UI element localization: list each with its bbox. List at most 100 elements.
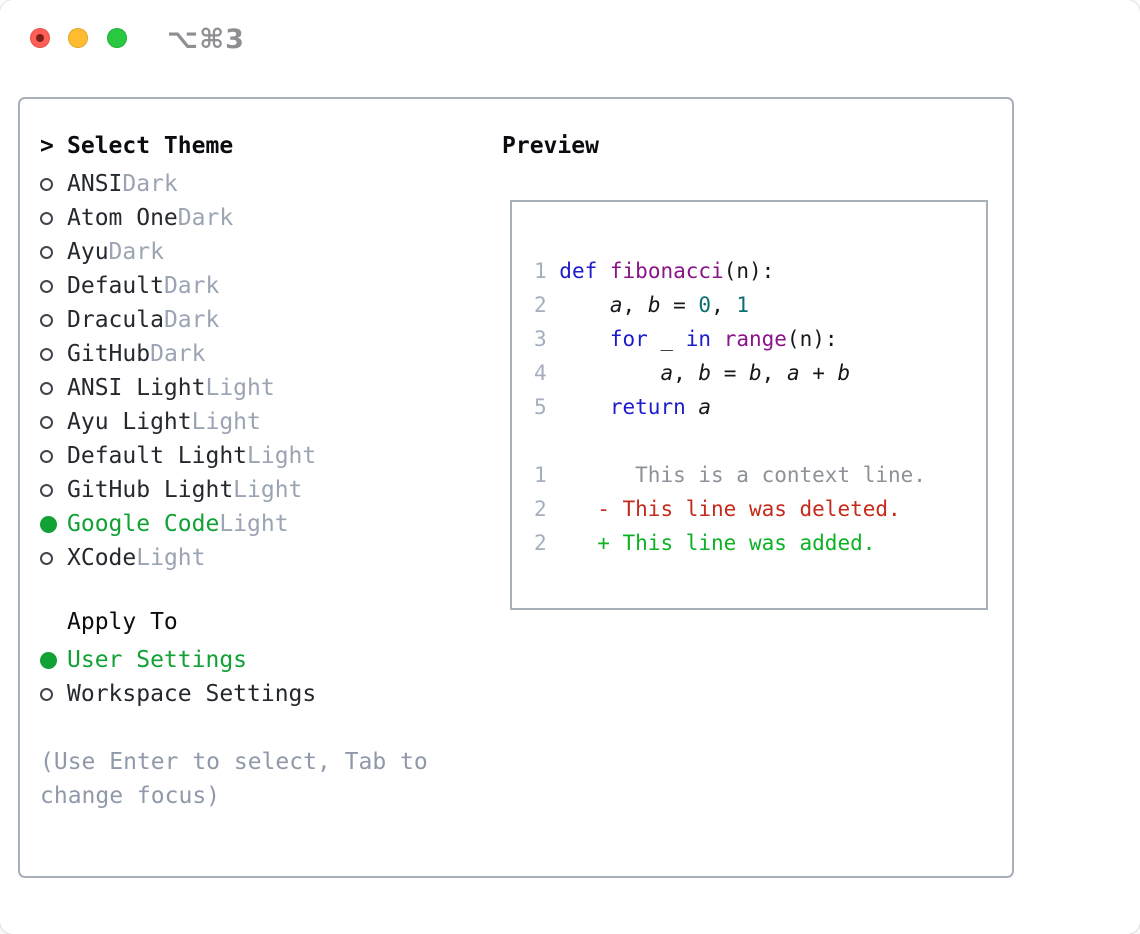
bullet-cell <box>40 177 67 191</box>
option-variant-label: Light <box>247 443 317 469</box>
option-label: ANSI <box>67 171 123 197</box>
option-label: Atom One <box>67 205 178 231</box>
code-token-ctx: This is a context line. <box>559 463 926 487</box>
option-variant-label: Light <box>191 409 261 435</box>
theme-option-github-light[interactable]: GitHub Light Light <box>40 473 316 507</box>
zoom-button[interactable] <box>107 28 127 48</box>
theme-option-default[interactable]: Default Dark <box>40 269 316 303</box>
radio-unselected-icon <box>40 415 53 429</box>
theme-option-ansi[interactable]: ANSI Dark <box>40 167 316 201</box>
code-token-pl: , <box>622 293 648 317</box>
code-token-fn: range <box>723 327 787 351</box>
radio-unselected-icon <box>40 177 53 191</box>
code-token-pl: (n): <box>786 327 838 351</box>
select-theme-title: Select Theme <box>67 133 234 159</box>
bullet-cell <box>40 551 67 565</box>
line-number: 2 <box>534 293 560 317</box>
code-token-vr: b <box>837 361 851 385</box>
radio-unselected-icon <box>40 381 53 395</box>
line-number: 3 <box>534 327 560 351</box>
radio-unselected-icon <box>40 347 53 361</box>
option-label: Ayu Light <box>67 409 192 435</box>
option-variant-label: Dark <box>163 273 220 299</box>
preview-code-line: 5 return a <box>512 390 986 424</box>
theme-option-github[interactable]: GitHub Dark <box>40 337 316 371</box>
preview-code-line: 1 def fibonacci(n): <box>512 254 986 288</box>
bullet-cell <box>40 515 67 533</box>
code-token-pl <box>686 395 699 419</box>
preview-code-line: 3 for _ in range(n): <box>512 322 986 356</box>
option-variant-label: Light <box>219 511 289 537</box>
line-number: 5 <box>534 395 560 419</box>
radio-selected-icon <box>40 651 57 669</box>
theme-option-xcode[interactable]: XCode Light <box>40 541 316 575</box>
titlebar: ⌥⌘3 <box>0 0 1140 76</box>
radio-unselected-icon <box>40 313 53 327</box>
code-token-pl: = <box>660 293 699 317</box>
minimize-button[interactable] <box>68 28 88 48</box>
theme-option-default-light[interactable]: Default Light Light <box>40 439 316 473</box>
code-token-fn: fibonacci <box>609 259 724 283</box>
preview-code-line: 1 This is a context line. <box>512 458 986 492</box>
code-token-kw: in <box>685 327 712 351</box>
bullet-cell <box>40 313 67 327</box>
bullet-cell <box>40 449 67 463</box>
code-token-vr: a <box>698 395 712 419</box>
option-label: User Settings <box>67 647 248 673</box>
option-label: ANSI Light <box>67 375 206 401</box>
option-variant-label: Light <box>233 477 303 503</box>
bullet-cell <box>40 245 67 259</box>
close-button[interactable] <box>30 28 50 48</box>
bullet-cell <box>40 211 67 225</box>
code-token-vr: b <box>749 361 762 385</box>
theme-option-dracula[interactable]: Dracula Dark <box>40 303 316 337</box>
preview-code-line <box>512 424 986 458</box>
code-token-pl <box>559 327 610 351</box>
bullet-cell <box>40 687 67 701</box>
theme-option-ayu-light[interactable]: Ayu Light Light <box>40 405 316 439</box>
line-number <box>534 429 559 453</box>
code-token-pl: , <box>673 361 699 385</box>
theme-option-ansi-light[interactable]: ANSI Light Light <box>40 371 316 405</box>
preview-code-line: 2 + This line was added. <box>512 526 986 560</box>
apply-to-title: Apply To <box>67 609 178 635</box>
theme-option-atom-one[interactable]: Atom One Dark <box>40 201 316 235</box>
help-text-line-2: change focus) <box>40 783 221 809</box>
option-label: Default <box>67 273 164 299</box>
bullet-cell <box>40 415 67 429</box>
apply-option-user-settings[interactable]: User Settings <box>40 643 316 677</box>
option-variant-label: Light <box>136 545 206 571</box>
radio-unselected-icon <box>40 279 53 293</box>
option-label: GitHub Light <box>67 477 234 503</box>
line-number: 1 <box>534 463 560 487</box>
code-token-pl <box>711 327 724 351</box>
radio-unselected-icon <box>40 245 53 259</box>
focus-caret-icon: > <box>40 133 54 159</box>
code-token-pl <box>559 395 610 419</box>
option-label: XCode <box>67 545 137 571</box>
window-shortcut-label: ⌥⌘3 <box>167 24 245 55</box>
bullet-cell <box>40 651 67 669</box>
bullet-cell <box>40 347 67 361</box>
code-token-vr: b <box>647 293 661 317</box>
code-token-pl <box>597 259 610 283</box>
option-label: Google Code <box>67 511 220 537</box>
preview-title: Preview <box>502 133 599 159</box>
code-token-kw: def <box>559 259 598 283</box>
code-token-kw: return <box>609 395 686 419</box>
bullet-cell <box>40 483 67 497</box>
code-token-vr: b <box>698 361 712 385</box>
option-label: Ayu <box>67 239 109 265</box>
theme-option-google-code[interactable]: Google Code Light <box>40 507 316 541</box>
help-text: (Use Enter to select, Tab to change focus… <box>40 745 428 813</box>
line-number: 2 <box>534 531 560 555</box>
help-text-line-1: (Use Enter to select, Tab to <box>40 749 428 775</box>
theme-option-ayu[interactable]: Ayu Dark <box>40 235 316 269</box>
apply-option-workspace-settings[interactable]: Workspace Settings <box>40 677 316 711</box>
option-variant-label: Dark <box>108 239 164 265</box>
radio-unselected-icon <box>40 449 53 463</box>
